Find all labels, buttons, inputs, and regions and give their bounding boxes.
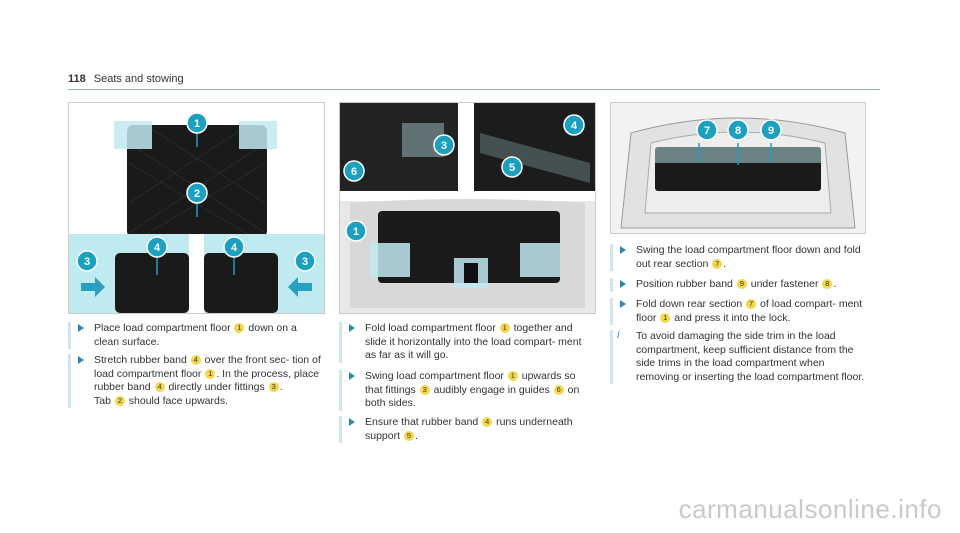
ref-number: 5 [403,430,414,441]
callout-6 [343,160,365,182]
step-arrow-icon [620,300,626,308]
ref-number: 1 [499,323,510,333]
callout-label: 2 [194,188,200,200]
callout-label: 4 [231,242,238,254]
callout-label: 7 [704,125,710,137]
ref-number: 7 [712,258,723,269]
step-arrow-icon [78,356,84,364]
callout-label: 1 [353,226,359,238]
ref-number: 7 [746,299,757,309]
step-arrow-icon [349,324,355,332]
instruction-step: Stretch rubber band 4 over the front sec… [68,354,322,408]
callout-3 [294,250,316,272]
ref-number: 4 [154,382,165,392]
ref-number: 4 [190,355,201,365]
callout-9 [760,119,782,141]
callout-2 [186,182,208,204]
callout-8 [727,119,749,141]
instruction-step: Position rubber band 9 under fastener 8. [610,278,866,292]
ref-number: 1 [507,371,518,381]
callout-3 [433,134,455,156]
step-arrow-icon [349,372,355,380]
callout-label: 6 [351,166,357,178]
page-header: 118 Seats and stowing [68,73,184,85]
callout-label: 4 [154,242,161,254]
callout-4 [146,236,168,258]
callout-label: 8 [735,125,741,137]
callout-label: 9 [768,125,774,137]
ref-number: 2 [114,395,125,406]
callout-label: 5 [509,162,515,174]
ref-number: 3 [419,384,430,395]
illustration-insert-floor: 3 6 4 5 1 [339,102,596,314]
ref-number: 9 [736,279,747,289]
illustration-load-floor-band: 1 2 3 4 4 3 [68,102,325,314]
header-rule [68,89,880,90]
watermark: carmanualsonline.info [678,494,942,524]
step-arrow-icon [620,246,626,254]
callout-label: 4 [571,120,578,132]
callout-1 [186,112,208,134]
section-title: Seats and stowing [93,73,184,85]
callout-4 [223,236,245,258]
ref-number: 3 [268,382,279,392]
instruction-step: Swing the load compartment floor down an… [610,244,866,271]
callout-5 [501,156,523,178]
instruction-step: Swing load compartment floor 1 upwards s… [339,370,595,411]
ref-number: 1 [205,368,216,379]
instruction-step: Fold down rear section 7 of load compart… [610,298,866,325]
step-arrow-icon [78,324,84,332]
callout-label: 3 [302,256,308,268]
ref-number: 6 [553,384,564,395]
illustration-rear-section: 7 8 9 [610,102,866,234]
step-arrow-icon [620,280,626,288]
page-number: 118 [68,73,86,85]
callout-label: 1 [194,118,200,130]
ref-number: 1 [234,323,245,333]
callout-label: 3 [84,256,90,268]
callout-label: 3 [441,140,447,152]
ref-number: 4 [482,417,493,427]
instruction-step: Ensure that rubber band 4 runs underneat… [339,416,595,443]
info-note: i To avoid damaging the side trim in the… [610,329,866,384]
ref-number: 1 [660,312,671,323]
instruction-step: Fold load compartment floor 1 together a… [339,322,595,363]
step-arrow-icon [349,418,355,426]
callout-4 [563,114,585,136]
callout-1 [345,220,367,242]
info-icon: i [617,329,620,341]
callout-3 [76,250,98,272]
callout-7 [696,119,718,141]
instruction-step: Place load compartment floor 1 down on a… [68,322,322,349]
ref-number: 8 [822,279,833,289]
